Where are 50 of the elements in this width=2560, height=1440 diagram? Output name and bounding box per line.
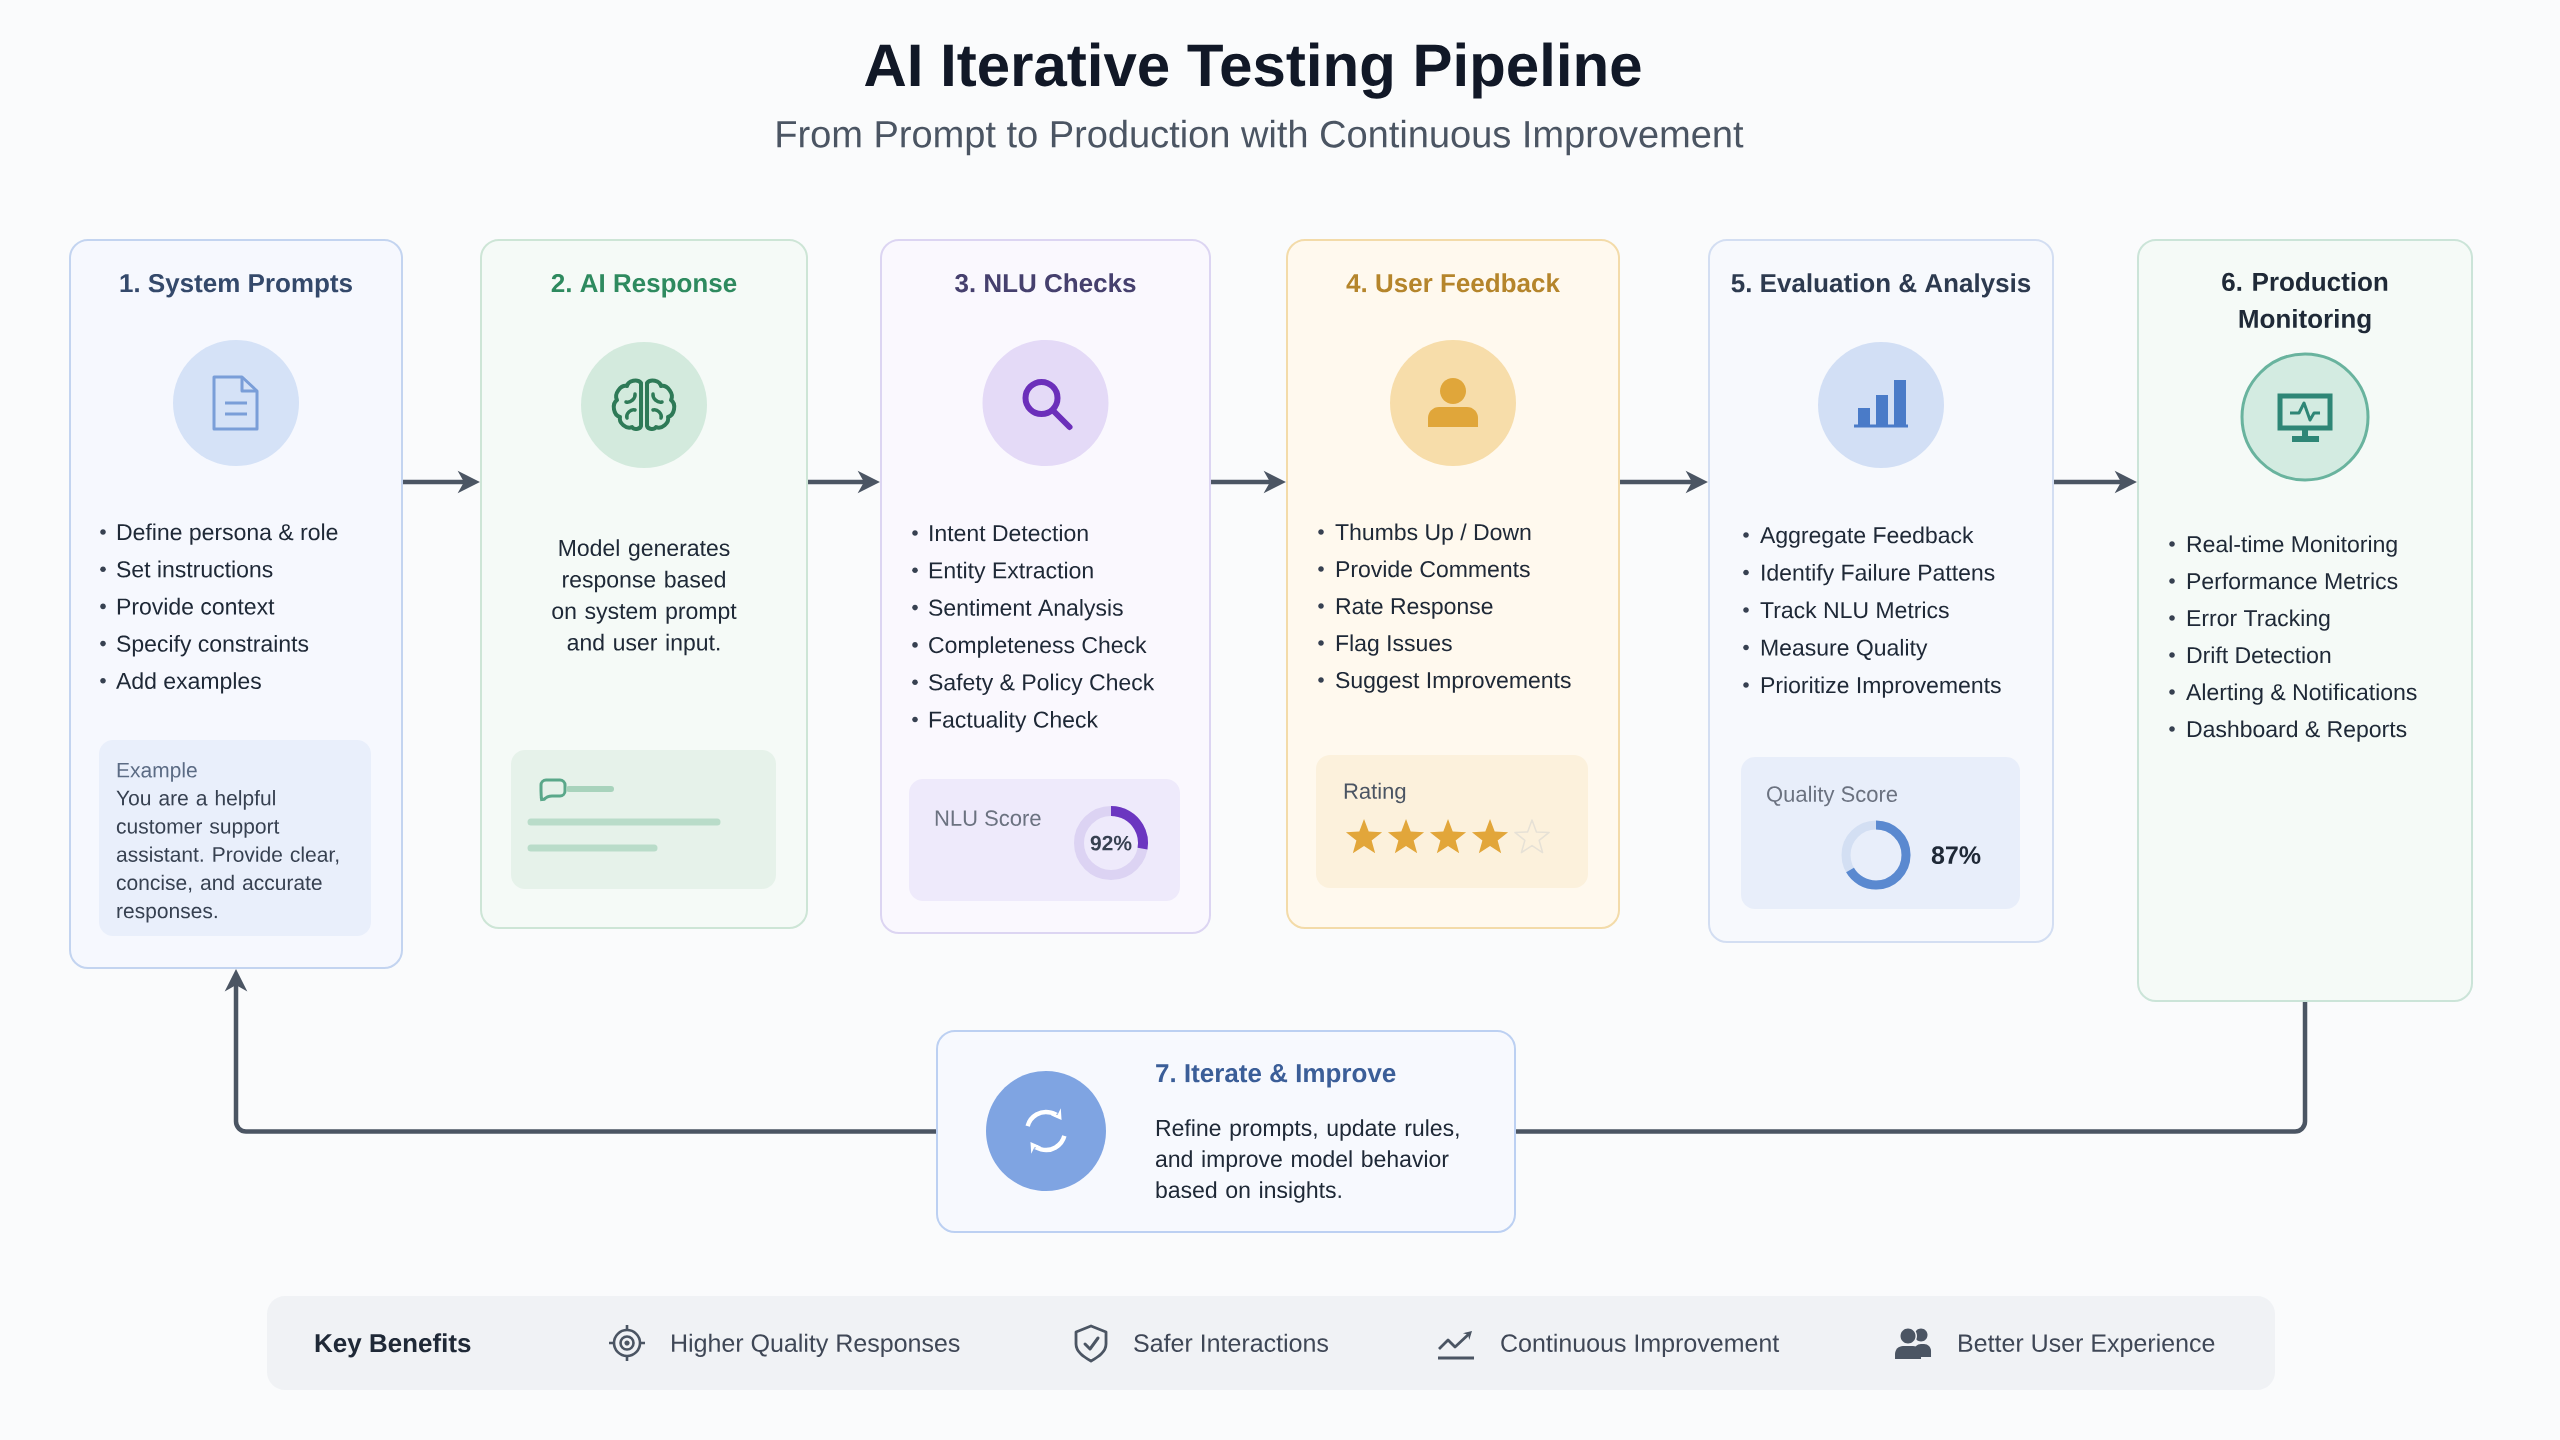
list-item: Dashboard & Reports (2187, 720, 2407, 742)
card-heading: 1. System Prompts (120, 273, 352, 298)
list-item: Performance Metrics (2187, 572, 2398, 590)
list-item: Identify Failure Pattens (1762, 563, 1995, 586)
list-item: Rate Response (1336, 598, 1493, 619)
example-panel: Example You are a helpful customer support assistant. Provide clear, concise, and accurate responses. (99, 740, 371, 936)
list-item: Factuality Check (929, 710, 1099, 733)
connector-line (1516, 1002, 2308, 1134)
subtitle: From Prompt to Production with Continuous Improvement (777, 119, 1744, 156)
list-item: Provide context (117, 597, 275, 615)
list-item: Intent Detection (930, 524, 1088, 542)
list-item: Sentiment Analysis (929, 599, 1123, 621)
list-item: Define persona & role (117, 523, 338, 545)
list-item: Completeness Check (929, 636, 1147, 658)
list-item: Safety & Policy Check (929, 673, 1155, 695)
list-item: Set instructions (117, 560, 273, 578)
list-item: Provide Comments (1336, 560, 1530, 578)
step-description: Refine prompts, update rules, and improve model behavior based on insights. (1156, 1119, 1459, 1203)
list-item: Suggest Improvements (1336, 672, 1571, 693)
benefit-item: Better User Experience (1959, 1333, 2215, 1357)
panel-label: Rating (1344, 782, 1406, 804)
list-item: Track NLU Metrics (1760, 601, 1949, 619)
score-value: 92% (1090, 835, 1132, 851)
bar-heading: Key Benefits (315, 1333, 471, 1358)
list-item: Thumbs Up / Down (1335, 523, 1531, 545)
list-item: Real-time Monitoring (2187, 535, 2397, 557)
list-item: Drift Detection (2187, 646, 2331, 664)
list-item: Alerting & Notifications (2186, 683, 2417, 705)
panel-label: NLU Score (935, 810, 1041, 826)
benefit-item: Continuous Improvement (1501, 1333, 1780, 1357)
list-item: Add examples (116, 672, 261, 694)
list-item: Flag Issues (1336, 634, 1452, 656)
title: AI Iterative Testing Pipeline (864, 42, 1641, 99)
card-heading: 5. Evaluation & Analysis (1731, 273, 2031, 298)
list-item: Prioritize Improvements (1761, 676, 2001, 698)
score-value: 87% (1931, 846, 1981, 864)
card-heading: 3. NLU Checks (955, 273, 1136, 293)
list-item: Entity Extraction (929, 561, 1093, 584)
card-heading: 4. User Feedback (1346, 273, 1560, 293)
panel-label: Quality Score (1767, 785, 1898, 807)
benefit-item: Higher Quality Responses (672, 1333, 960, 1357)
card-heading: 6. Production Monitoring (2222, 271, 2388, 334)
list-item: Aggregate Feedback (1760, 526, 1974, 548)
benefit-item: Safer Interactions (1134, 1333, 1328, 1352)
description: Model generates response based on system prompt and user input. (552, 539, 737, 656)
step-heading: 7. Iterate & Improve (1156, 1064, 1396, 1088)
list-item: Error Tracking (2187, 609, 2330, 631)
list-item: Specify constraints (117, 635, 309, 657)
list-item: Measure Quality (1761, 638, 1928, 661)
card-heading: 2. AI Response (551, 273, 737, 298)
